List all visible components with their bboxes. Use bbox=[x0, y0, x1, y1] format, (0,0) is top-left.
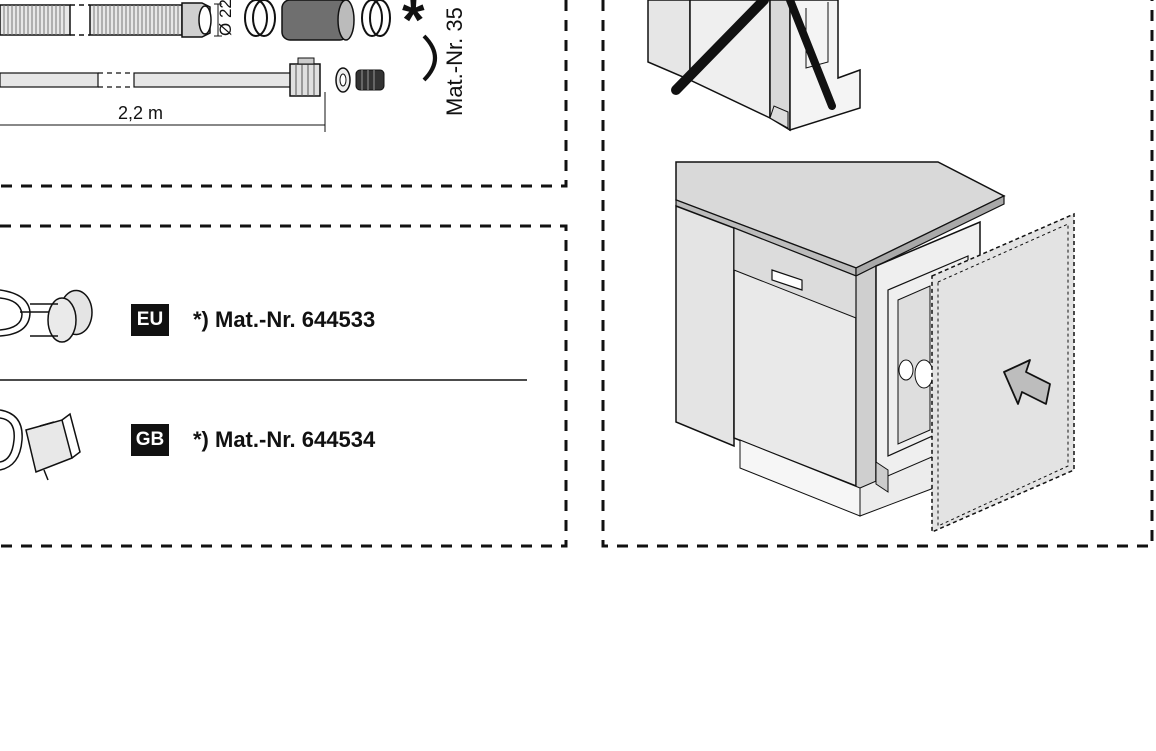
hose-matnr: Mat.-Nr. 35 bbox=[442, 7, 467, 116]
eu-badge: EU bbox=[131, 304, 169, 336]
sleeve-icon bbox=[281, 0, 355, 41]
plug-gb-icon bbox=[0, 409, 81, 481]
inlet-hose-length: 2,2 m bbox=[118, 103, 164, 123]
length-dimension bbox=[0, 92, 326, 132]
dishwasher-section-border bbox=[601, 0, 1154, 548]
plug-eu-icon bbox=[0, 289, 93, 343]
inlet-hose-icon bbox=[0, 57, 385, 97]
decor-panel bbox=[931, 212, 1075, 534]
hose-diameter-label: Ø 22 m bbox=[216, 0, 235, 36]
gb-matnr: *) Mat.-Nr. 644534 bbox=[193, 427, 376, 452]
hose-icon bbox=[0, 2, 222, 38]
section-borders bbox=[0, 0, 1154, 548]
hose-matnr-wrap: Mat.-Nr. 35 bbox=[440, 0, 470, 118]
eu-matnr: *) Mat.-Nr. 644533 bbox=[193, 307, 376, 332]
asterisk-mark: * bbox=[402, 0, 425, 53]
accessory-section-border bbox=[0, 224, 568, 548]
dishwasher-icon bbox=[647, 0, 861, 132]
dishwasher-icon bbox=[675, 161, 1075, 534]
hose-clamp-icon bbox=[244, 0, 391, 37]
hose-section-border bbox=[0, 0, 568, 188]
hose-diameter-label-wrap: Ø 22 m bbox=[214, 0, 238, 38]
bracket-mark bbox=[422, 34, 437, 82]
gb-badge: GB bbox=[131, 424, 169, 456]
insert-arrow-icon bbox=[1003, 359, 1051, 405]
